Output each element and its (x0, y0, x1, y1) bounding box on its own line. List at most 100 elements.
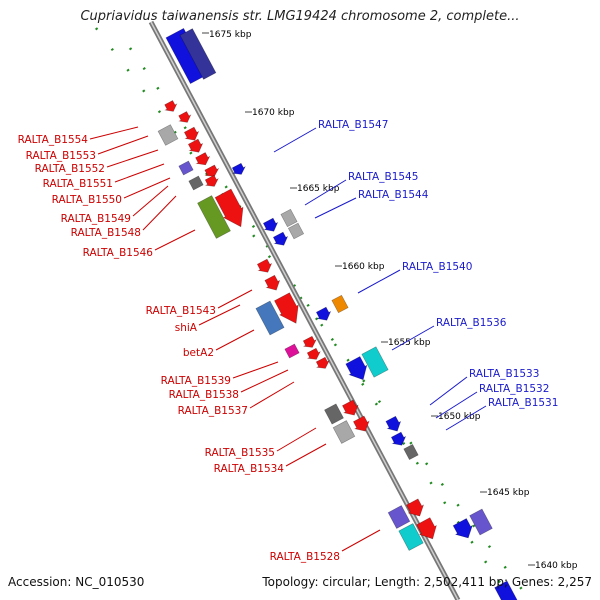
gene-label-b1534[interactable]: RALTA_B1534 (214, 463, 285, 475)
tick-label: 1670 kbp (252, 108, 295, 118)
tick-label: 1675 kbp (209, 30, 252, 40)
gene-arrow[interactable] (451, 518, 476, 543)
leader-line (114, 163, 165, 183)
gene-arrow[interactable] (344, 356, 372, 385)
tick-label: 1660 kbp (342, 262, 385, 272)
gene-block[interactable] (324, 403, 344, 425)
gene-arrow[interactable] (263, 274, 283, 293)
gene-label-b1539[interactable]: RALTA_B1539 (161, 375, 231, 387)
leader-line (198, 304, 241, 326)
gene-block[interactable] (287, 222, 305, 240)
gene-label-b1544[interactable]: RALTA_B1544 (358, 189, 429, 201)
gene-block[interactable] (331, 294, 349, 314)
gene-label-b1543[interactable]: RALTA_B1543 (146, 305, 216, 317)
gene-arrow[interactable] (315, 306, 334, 324)
leader-line (341, 529, 381, 552)
leader-line (304, 179, 347, 206)
backbone-highlight (150, 21, 459, 600)
gene-arrow[interactable] (415, 517, 441, 544)
gene-arrow[interactable] (213, 188, 250, 232)
gene-arrow[interactable] (256, 258, 275, 276)
leader-line (240, 369, 289, 393)
gene-arrow[interactable] (405, 498, 428, 520)
gene-block[interactable] (332, 420, 356, 444)
gene-arrow[interactable] (301, 335, 318, 350)
gene-label-b1551[interactable]: RALTA_B1551 (43, 178, 113, 190)
gene-block[interactable] (398, 523, 424, 551)
gene-label-b1552[interactable]: RALTA_B1552 (35, 163, 105, 175)
gene-label-b1535[interactable]: RALTA_B1535 (205, 447, 275, 459)
gene-arrow[interactable] (183, 126, 202, 144)
gene-label-b1531[interactable]: RALTA_B1531 (488, 397, 558, 409)
gene-block[interactable] (157, 124, 179, 146)
gene-label-b1553[interactable]: RALTA_B1553 (26, 150, 96, 162)
leader-line (215, 329, 255, 351)
gene-block[interactable] (280, 208, 298, 228)
gene-arrow[interactable] (203, 174, 220, 189)
gene-arrow[interactable] (384, 415, 404, 434)
gene-block[interactable] (469, 508, 493, 536)
gene-block[interactable] (255, 300, 285, 336)
gene-label-b1537[interactable]: RALTA_B1537 (178, 405, 248, 417)
leader-line (217, 289, 253, 309)
gene-block[interactable] (284, 343, 300, 359)
gene-label-b1538[interactable]: RALTA_B1538 (169, 389, 239, 401)
leader-line (429, 376, 468, 406)
gene-label-b1540[interactable]: RALTA_B1540 (402, 261, 472, 273)
gene-block[interactable] (197, 195, 231, 239)
gene-label-beta2[interactable]: betA2 (183, 347, 214, 359)
gene-arrow[interactable] (177, 111, 193, 126)
gene-label-b1528[interactable]: RALTA_B1528 (270, 551, 340, 563)
gene-block[interactable] (179, 28, 217, 80)
tick-label: 1650 kbp (438, 412, 481, 422)
gene-arrow[interactable] (203, 164, 221, 180)
gene-arrow[interactable] (305, 347, 322, 362)
gene-label-b1549[interactable]: RALTA_B1549 (61, 213, 131, 225)
gene-arrow[interactable] (273, 292, 306, 328)
leader-line (391, 325, 435, 351)
gene-label-b1545[interactable]: RALTA_B1545 (348, 171, 418, 183)
gene-arrow[interactable] (230, 162, 247, 177)
leader-line (132, 185, 169, 217)
leader-line (97, 135, 149, 155)
gene-block[interactable] (361, 346, 389, 378)
leader-line (232, 361, 279, 379)
leader-line (249, 381, 295, 409)
gene-label-b1536[interactable]: RALTA_B1536 (436, 317, 507, 329)
gene-label-b1550[interactable]: RALTA_B1550 (52, 194, 122, 206)
leader-line (106, 149, 159, 168)
leader-line (154, 229, 196, 251)
ruler: 1675 kbp 1670 kbp 1665 kbp 1660 kbp 1655… (202, 30, 578, 571)
gene-block[interactable] (178, 160, 194, 176)
gene-block[interactable] (403, 443, 419, 461)
gene-label-b1547[interactable]: RALTA_B1547 (318, 119, 388, 131)
gene-block[interactable] (494, 580, 518, 600)
gene-arrow[interactable] (314, 356, 331, 371)
tick-dot-guide (95, 27, 531, 600)
gene-label-b1546[interactable]: RALTA_B1546 (83, 247, 154, 259)
gene-block[interactable] (188, 175, 204, 191)
leader-line (314, 197, 357, 219)
left-gene-labels: RALTA_B1554 RALTA_B1553 RALTA_B1552 RALT… (18, 126, 381, 563)
gene-block[interactable] (387, 505, 411, 529)
gene-arrow[interactable] (163, 100, 179, 115)
gene-arrow[interactable] (272, 231, 291, 249)
gene-label-shia[interactable]: shiA (175, 322, 198, 334)
leader-line (142, 195, 177, 231)
leader-line (276, 427, 317, 452)
gene-label-b1548[interactable]: RALTA_B1548 (71, 227, 141, 239)
gene-arrow[interactable] (194, 152, 212, 169)
tick-label: 1645 kbp (487, 488, 530, 498)
leader-line (89, 126, 139, 140)
gene-arrow[interactable] (390, 431, 409, 449)
gene-label-b1532[interactable]: RALTA_B1532 (479, 383, 549, 395)
gene-arrow[interactable] (341, 399, 362, 419)
gene-label-b1554[interactable]: RALTA_B1554 (18, 134, 89, 146)
gene-label-b1533[interactable]: RALTA_B1533 (469, 368, 539, 380)
gene-arrow[interactable] (262, 217, 281, 235)
gene-arrow[interactable] (187, 138, 206, 156)
gene-arrow[interactable] (352, 415, 373, 435)
leader-line (357, 269, 401, 294)
leader-line (285, 443, 327, 467)
